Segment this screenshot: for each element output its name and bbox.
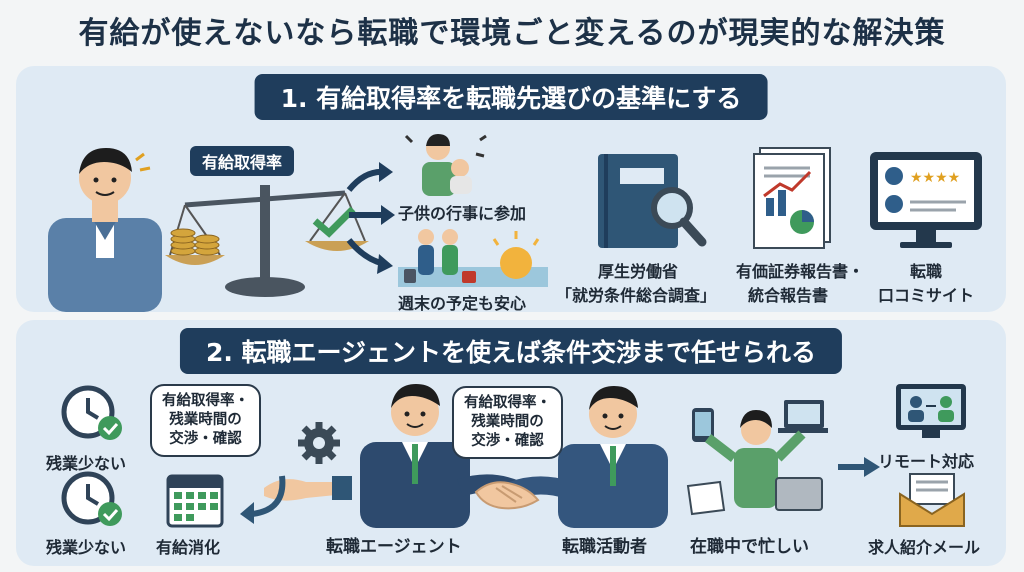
busy-worker-icon [686, 400, 828, 516]
arrow-icon [346, 162, 395, 274]
less-overtime-label-2: 残業少ない [46, 538, 127, 557]
negotiation-bubble-left: 有給取得率・ 残業時間の 交渉・確認 [150, 384, 261, 457]
outcome-weekend-plans: 週末の予定も安心 [398, 294, 527, 313]
arrow-icon [838, 457, 880, 477]
curved-arrow-icon [240, 475, 286, 524]
remote-label: リモート対応 [878, 452, 975, 471]
parent-child-icon [404, 134, 487, 196]
weekend-travel-icon [398, 229, 548, 287]
section-1-heading: 1. 有給取得率を転職先選びの基準にする [254, 74, 768, 120]
mail-icon [899, 473, 965, 527]
source-review-site-line2: 口コミサイト [878, 286, 975, 305]
seeker-label: 転職活動者 [562, 537, 647, 557]
svg-text:★★★★: ★★★★ [910, 170, 960, 186]
clock-check-icon [61, 471, 122, 526]
source-securities-report-line1: 有価証券報告書・ [736, 262, 865, 281]
busy-label: 在職中で忙しい [690, 537, 809, 557]
handshake-icon [474, 481, 540, 510]
main-title: 有給が使えないなら転職で環境ごと変えるのが現実的な解決策 [78, 16, 946, 51]
gear-icon [298, 422, 340, 464]
worker-figure-icon [48, 148, 162, 312]
video-call-icon [896, 384, 966, 438]
less-overtime-label-1: 残業少ない [46, 454, 127, 473]
scale-label: 有給取得率 [190, 146, 295, 176]
outcome-children-event: 子供の行事に参加 [398, 204, 527, 223]
mail-label: 求人紹介メール [868, 538, 981, 557]
agent-label: 転職エージェント [326, 537, 462, 557]
review-monitor-icon: ★★★★ [870, 152, 982, 248]
source-securities-report-line2: 統合報告書 [748, 286, 829, 305]
calendar-check-icon [166, 474, 224, 528]
section-2-heading: 2. 転職エージェントを使えば条件交渉まで任せられる [179, 328, 843, 374]
balance-scale-icon [165, 185, 369, 297]
negotiation-bubble-right: 有給取得率・ 残業時間の 交渉・確認 [452, 386, 563, 459]
report-document-icon [753, 147, 831, 249]
paid-leave-use-label: 有給消化 [156, 538, 221, 557]
seeker-figure-icon [504, 386, 668, 528]
book-magnifier-icon [598, 154, 707, 248]
source-mhlw-line1: 厚生労働省 [598, 262, 679, 281]
source-mhlw-line2: 「就労条件総合調査」 [556, 286, 717, 305]
clock-check-icon [61, 385, 122, 440]
source-review-site-line1: 転職 [910, 262, 943, 281]
